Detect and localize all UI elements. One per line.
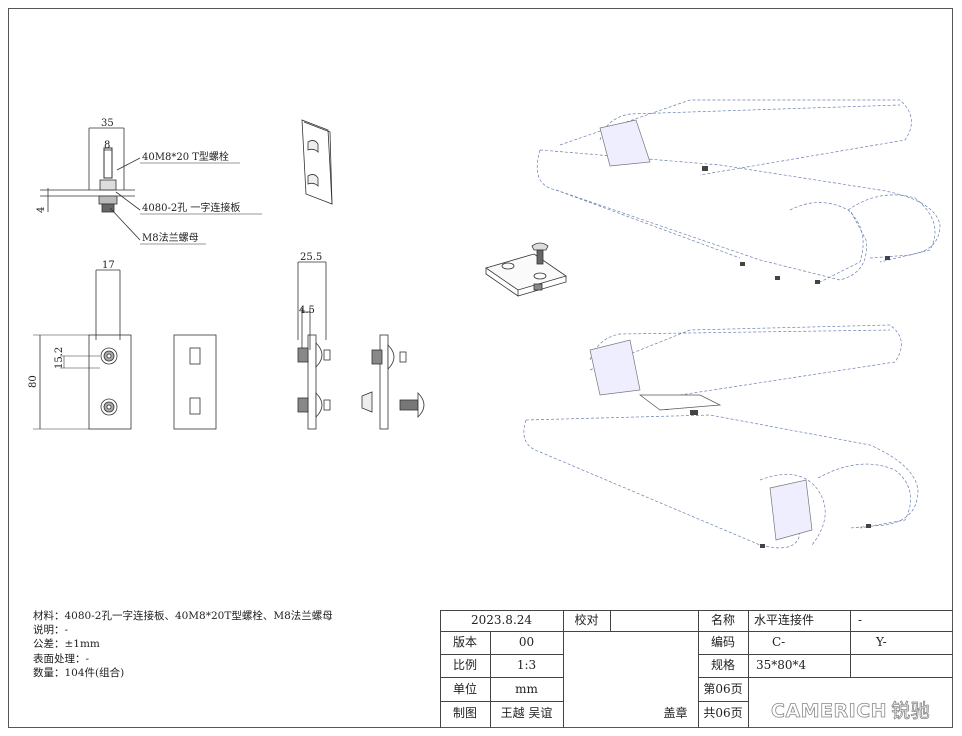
side-view (297, 261, 331, 430)
callout-nut: M8法兰螺母 (142, 231, 199, 244)
tb-scale-value: 1:3 (516, 658, 537, 672)
tb-name-value: 水平连接件 (754, 613, 815, 627)
plate-top-view (301, 119, 333, 205)
dim-top-width: 35 (101, 118, 114, 129)
assembly-plate (638, 394, 722, 411)
tb-seal-label: 盖章 (663, 706, 688, 720)
callout-plate: 4080-2孔 一字连接板 (142, 201, 240, 214)
dim-top-thickness: 4 (36, 207, 47, 213)
tb-name-extra: - (858, 613, 863, 627)
tb-code-extra: Y- (876, 635, 887, 649)
tb-code-label: 编码 (710, 635, 735, 649)
isometric-assembly-bottom (523, 324, 919, 549)
isometric-assembly-top (536, 99, 941, 283)
dim-side-width: 25.5 (300, 252, 322, 263)
title-block: 2023.8.24 校对 名称 水平连接件 - 版本 00 编码 C- Y- 比… (440, 610, 953, 728)
tb-version-value: 00 (518, 635, 535, 649)
tb-check-label: 校对 (574, 613, 599, 627)
dim-top-slot: 8 (104, 140, 110, 151)
front-view (33, 269, 132, 430)
callout-bolt: 40M8*20 T型螺栓 (142, 150, 229, 163)
tb-unit-label: 单位 (452, 682, 477, 696)
dim-front-width: 17 (102, 260, 115, 271)
tb-page-label: 第06页 (703, 682, 743, 696)
back-view (173, 334, 217, 430)
tb-code-value: C- (772, 635, 786, 649)
note-description: 说明：- (33, 624, 69, 637)
tb-version-label: 版本 (452, 635, 477, 649)
note-surface: 表面处理：- (33, 652, 90, 665)
dim-front-hole: 15.2 (54, 347, 65, 369)
tb-spec-value: 35*80*4 (756, 658, 807, 672)
tb-scale-label: 比例 (452, 658, 477, 672)
dim-side-offset: 4.5 (299, 305, 315, 316)
tb-draw-label: 制图 (452, 706, 477, 720)
drawing-frame (8, 8, 953, 728)
note-tolerance: 公差：±1mm (33, 638, 100, 651)
exploded-view (361, 334, 425, 430)
tb-spec-label: 规格 (710, 658, 735, 672)
note-quantity: 数量：104件(组合) (33, 666, 125, 679)
dim-front-height: 80 (28, 375, 39, 388)
note-material: 材料：4080-2孔一字连接板、40M8*20T型螺栓、M8法兰螺母 (33, 610, 333, 622)
isometric-part (485, 242, 567, 297)
tb-unit-value: mm (515, 682, 538, 696)
drawing-notes: 材料：4080-2孔一字连接板、40M8*20T型螺栓、M8法兰螺母 说明：- … (33, 609, 333, 680)
top-view (40, 127, 262, 245)
tb-date: 2023.8.24 (470, 613, 533, 627)
tb-name-label: 名称 (710, 613, 735, 627)
tb-total-label: 共06页 (703, 706, 743, 720)
tb-draw-value: 王越 吴谊 (500, 706, 553, 720)
